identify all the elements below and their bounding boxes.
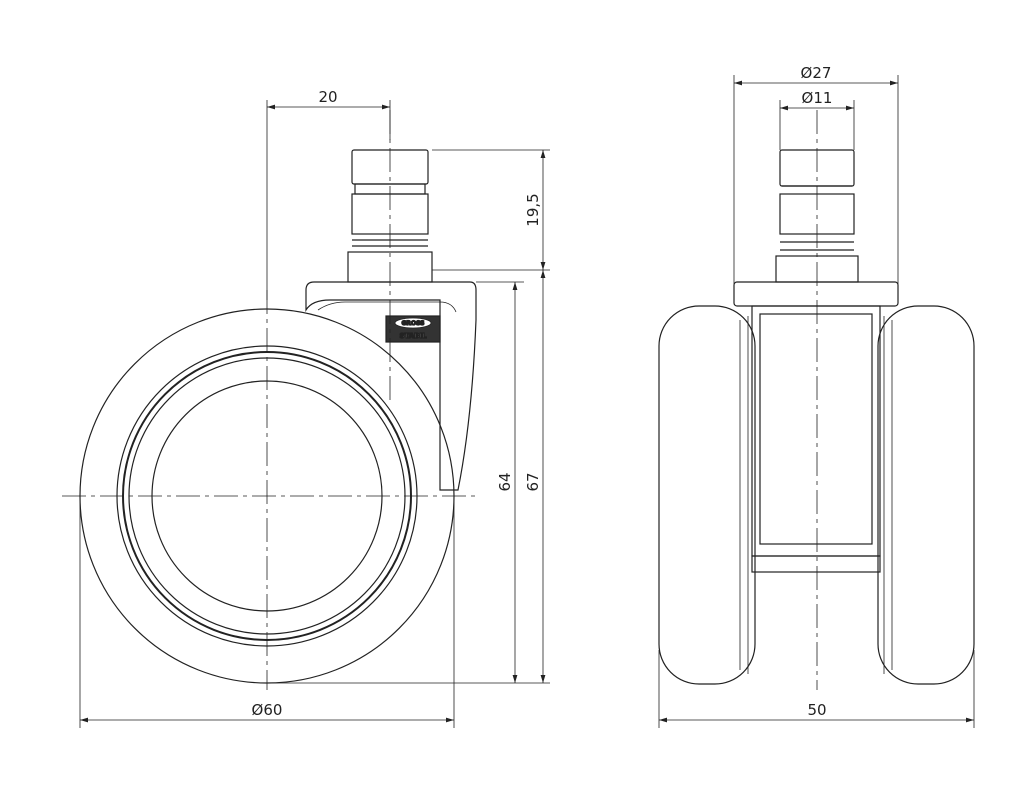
front-dimensions [658,75,975,728]
svg-text:GROSS: GROSS [401,320,424,327]
front-view [658,149,975,685]
side-view: GROSS STABIL [79,149,477,684]
side-centerlines [62,110,480,690]
axle-housing-inner [759,313,873,545]
side-dimensions [79,100,550,728]
dim-total-width: 50 [807,701,826,719]
top-plate [733,281,899,307]
housing-inner-line [317,301,457,313]
dim-stem-height: 19,5 [524,193,542,226]
brand-logo: GROSS STABIL [385,315,441,343]
svg-text:STABIL: STABIL [399,332,427,340]
axle-housing [751,305,881,557]
right-wheel [877,305,975,685]
axle-bottom [751,555,881,573]
caster-housing [305,281,477,491]
dim-height-total: 67 [524,472,542,491]
dim-housing-diameter: Ø27 [801,64,832,82]
left-wheel [658,305,756,685]
dim-wheel-diameter: Ø60 [252,701,283,719]
dim-height-inner: 64 [496,472,514,491]
dim-stem-offset: 20 [318,88,337,106]
dim-stem-diameter: Ø11 [802,89,833,107]
